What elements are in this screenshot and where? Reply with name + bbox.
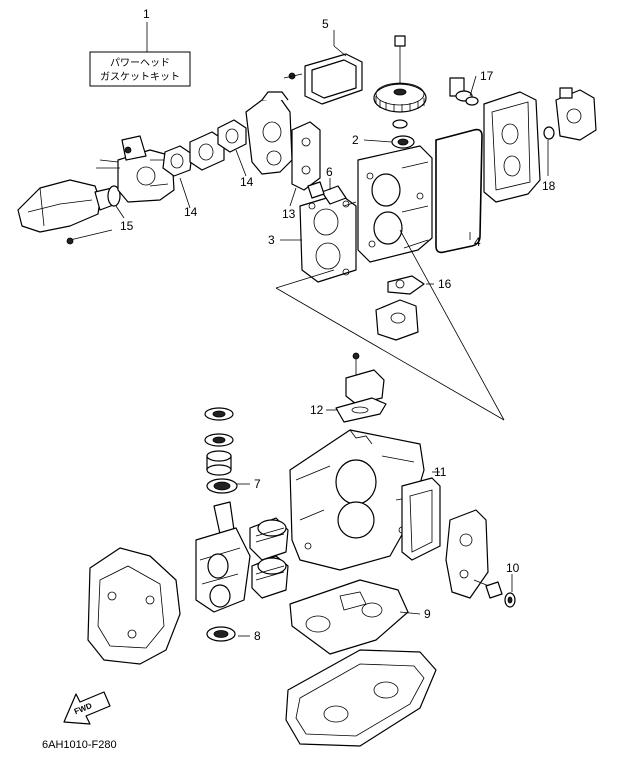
crankshaft — [195, 501, 251, 613]
oil-pump — [555, 87, 597, 141]
kit-label-line1: パワーヘッド — [110, 57, 170, 69]
callout-7: 7 — [254, 477, 261, 491]
callout-14-left: 14 — [184, 205, 198, 219]
piston-upper — [249, 517, 289, 561]
side-cover — [445, 509, 489, 599]
crankcase-frame-left — [87, 547, 181, 665]
gasket-14-left — [162, 145, 193, 177]
o-ring-17 — [465, 96, 479, 106]
callout-15: 15 — [120, 219, 134, 233]
callout-2: 2 — [352, 133, 359, 147]
intake-silencer — [17, 179, 117, 233]
callout-3: 3 — [268, 233, 275, 247]
washer-10 — [504, 592, 516, 608]
intake-manifold — [245, 91, 293, 175]
callout-11: 11 — [434, 465, 447, 479]
fitting-bolt — [352, 352, 360, 378]
carburetor — [96, 135, 175, 203]
kit-label-line2: ガスケットキット — [100, 71, 180, 83]
callout-17: 17 — [480, 69, 494, 83]
assembly-leader-lines — [275, 229, 505, 421]
top-bolt — [394, 35, 406, 88]
callout-5: 5 — [322, 17, 329, 31]
oil-pan — [285, 649, 437, 747]
oil-seal-7 — [206, 478, 238, 494]
fwd-arrow: FWD — [63, 691, 111, 725]
callout-10: 10 — [506, 561, 520, 575]
o-ring-18 — [543, 126, 555, 140]
kit-label: パワーヘッド ガスケットキット — [89, 22, 191, 87]
manifold-gasket-13 — [291, 121, 321, 191]
callout-9: 9 — [424, 607, 431, 621]
callout-leaders — [115, 30, 549, 637]
cylinder-block — [357, 145, 433, 263]
oil-seal-8 — [206, 626, 236, 642]
callout-8: 8 — [254, 629, 261, 643]
callout-1: 1 — [143, 7, 150, 21]
oil-seal-2 — [391, 135, 415, 149]
fitting-block — [345, 369, 385, 405]
cylinder-gasket-3 — [299, 193, 357, 283]
o-ring-15 — [107, 185, 121, 207]
diagram-code: 6AH1010-F280 — [42, 739, 117, 751]
callout-numbers: 1 5 2 3 4 6 7 8 9 10 11 12 13 14 14 15 1… — [120, 7, 556, 643]
driven-gear — [373, 82, 427, 113]
cover-plate-5 — [283, 53, 363, 105]
callout-6: 6 — [326, 165, 333, 179]
piston-lower — [251, 555, 289, 599]
crankcase — [289, 429, 425, 571]
thermostat-6 — [307, 181, 357, 207]
callout-4: 4 — [474, 235, 481, 249]
gasket-16 — [387, 275, 425, 295]
gasket-12 — [335, 397, 387, 423]
washer — [392, 119, 408, 129]
oil-filler-cap — [449, 77, 473, 102]
gasket-9 — [289, 579, 409, 655]
bearing-seal-stack — [204, 407, 234, 476]
cylinder-head-cover — [483, 91, 541, 203]
callout-18: 18 — [542, 179, 556, 193]
callout-13: 13 — [282, 207, 296, 221]
anode-bolt — [473, 579, 503, 599]
gasket-11 — [401, 477, 441, 561]
intake-spacer — [189, 131, 225, 171]
callout-14-right: 14 — [240, 175, 254, 189]
gasket-14-right — [217, 119, 247, 153]
head-cover-gasket-4 — [435, 128, 483, 254]
callout-12: 12 — [310, 403, 324, 417]
exhaust-housing — [375, 299, 419, 341]
intake-screw — [66, 229, 113, 245]
callout-16: 16 — [438, 277, 452, 291]
